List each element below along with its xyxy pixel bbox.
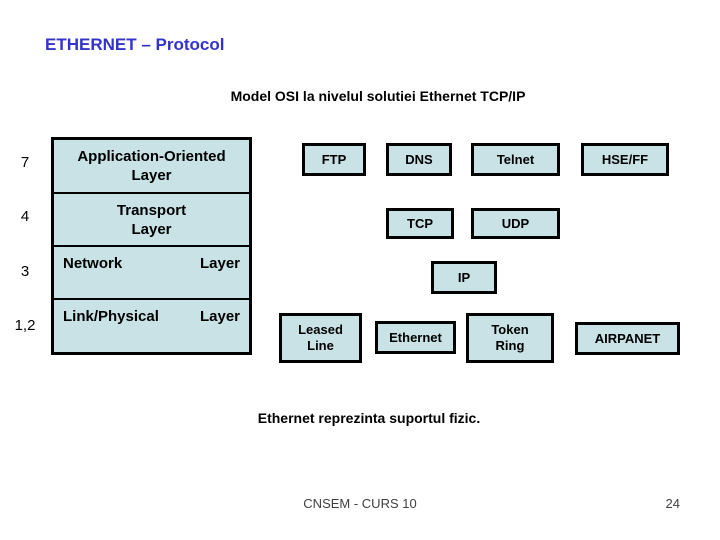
layer-link-physical: Link/Physical Layer xyxy=(54,298,249,352)
slide-note: Ethernet reprezinta suportul fizic. xyxy=(257,410,481,426)
protocol-box-ftp: FTP xyxy=(302,143,366,176)
protocol-box-udp: UDP xyxy=(471,208,560,239)
layer-link-physical-suffix: Layer xyxy=(199,308,240,325)
layer-number-4: 4 xyxy=(20,208,30,225)
layer-transport: Transport Layer xyxy=(54,192,249,245)
protocol-box-ethernet: Ethernet xyxy=(375,321,456,354)
protocol-box-dns: DNS xyxy=(386,143,452,176)
protocol-box-airpanet: AIRPANET xyxy=(575,322,680,355)
layer-network-name: Network xyxy=(63,255,123,272)
layer-number-1-2: 1,2 xyxy=(14,317,36,334)
slide-subtitle: Model OSI la nivelul solutiei Ethernet T… xyxy=(230,88,526,104)
protocol-box-hse-ff: HSE/FF xyxy=(581,143,669,176)
layer-network-suffix: Layer xyxy=(199,255,240,272)
page-number: 24 xyxy=(665,496,680,511)
protocol-box-token-ring: Token Ring xyxy=(466,313,554,363)
layer-number-3: 3 xyxy=(20,263,30,280)
osi-layer-stack: Application-Oriented Layer Transport Lay… xyxy=(51,137,252,355)
protocol-box-ip: IP xyxy=(431,261,497,294)
protocol-box-telnet: Telnet xyxy=(471,143,560,176)
footer-text: CNSEM - CURS 10 xyxy=(303,496,417,511)
protocol-box-tcp: TCP xyxy=(386,208,454,239)
layer-number-7: 7 xyxy=(20,154,30,171)
protocol-box-leased-line: Leased Line xyxy=(279,313,362,363)
layer-network: Network Layer xyxy=(54,245,249,298)
slide-title: ETHERNET – Protocol xyxy=(45,35,225,54)
layer-link-physical-name: Link/Physical xyxy=(63,308,159,325)
layer-application-oriented: Application-Oriented Layer xyxy=(77,148,226,184)
